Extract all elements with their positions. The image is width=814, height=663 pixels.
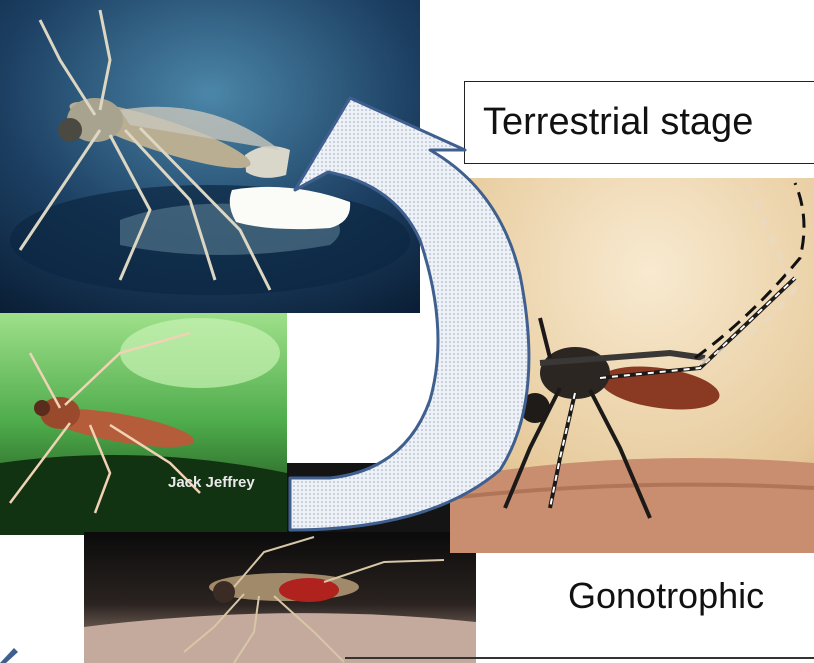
terrestrial-stage-label: Terrestrial stage bbox=[483, 101, 753, 143]
mosquito-feeding-photo bbox=[450, 178, 814, 553]
mosquito-resting-photo bbox=[0, 313, 287, 535]
mosquito-laying-eggs-photo bbox=[0, 0, 420, 313]
arrow-tip-fragment-icon bbox=[0, 640, 30, 663]
mosquito-blood-fed-photo bbox=[84, 532, 476, 663]
caption-underline bbox=[345, 657, 814, 659]
gonotrophic-caption: Gonotrophic bbox=[568, 575, 764, 617]
dark-photo-strip bbox=[287, 463, 476, 535]
terrestrial-stage-label-box: Terrestrial stage bbox=[464, 81, 814, 164]
photo-credit-label: Jack Jeffrey bbox=[168, 474, 255, 491]
